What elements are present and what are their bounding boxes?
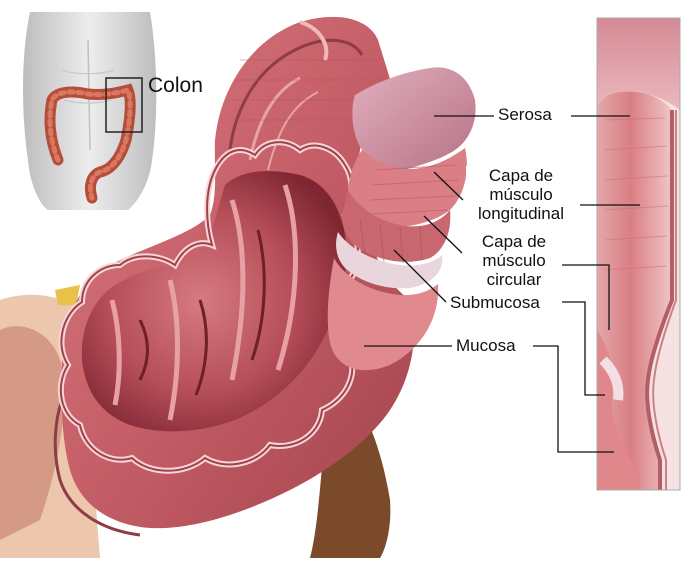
longitudinal-label-line-2: músculo bbox=[466, 185, 576, 204]
mucosa-label: Mucosa bbox=[456, 336, 516, 355]
longitudinal-muscle-label: Capa de músculo longitudinal bbox=[466, 166, 576, 223]
torso-inset bbox=[12, 8, 162, 210]
circular-label-line-1: Capa de bbox=[466, 232, 562, 251]
longitudinal-label-line-3: longitudinal bbox=[466, 204, 576, 223]
colon-label: Colon bbox=[148, 76, 203, 95]
circular-muscle-label: Capa de músculo circular bbox=[466, 232, 562, 289]
circular-label-line-3: circular bbox=[466, 270, 562, 289]
submucosa-label: Submucosa bbox=[450, 293, 540, 312]
wall-layer-detail bbox=[597, 18, 680, 490]
circular-label-line-2: músculo bbox=[466, 251, 562, 270]
serosa-label: Serosa bbox=[498, 105, 552, 124]
longitudinal-label-line-1: Capa de bbox=[466, 166, 576, 185]
